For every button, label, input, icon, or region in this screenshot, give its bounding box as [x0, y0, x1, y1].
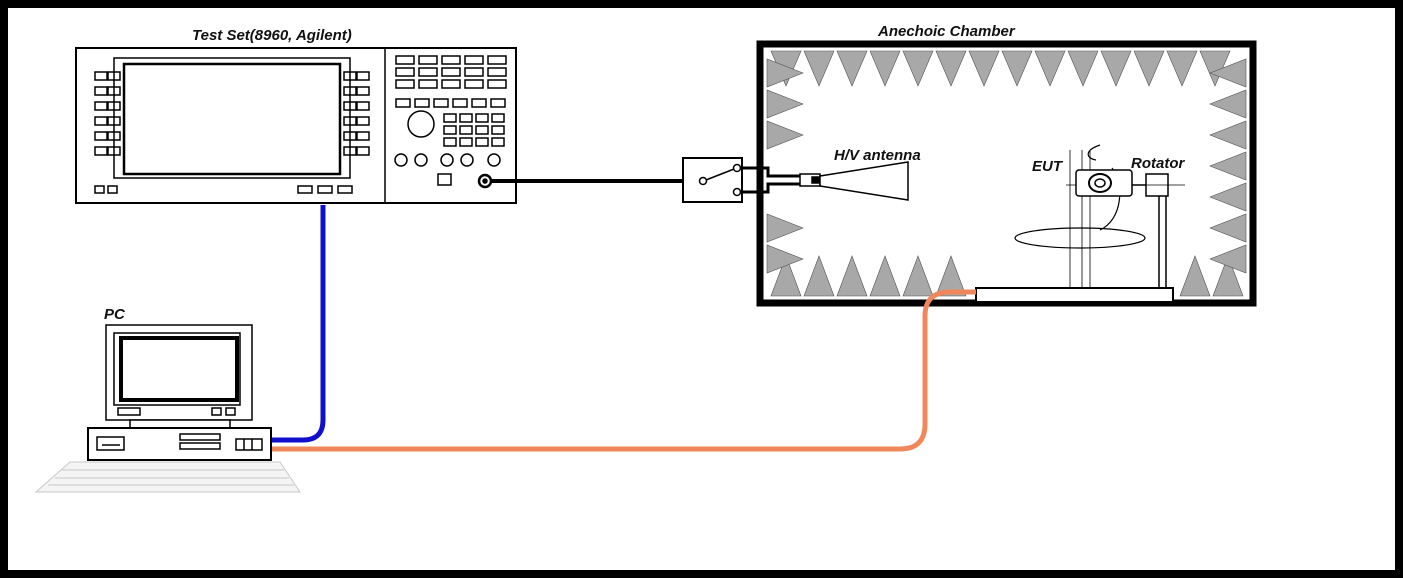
antenna-label: H/V antenna [834, 147, 921, 164]
chamber-label: Anechoic Chamber [877, 23, 1016, 40]
rf-switch-icon [682, 157, 743, 203]
horn-antenna-icon [799, 161, 909, 201]
rotator-label: Rotator [1131, 155, 1185, 172]
test-set-instrument-icon [75, 47, 517, 204]
test-set-label: Test Set(8960, Agilent) [192, 27, 352, 44]
keyboard-icon [34, 461, 301, 493]
antenna-cable-h [741, 166, 800, 178]
antenna-cable-v [741, 182, 800, 194]
eut-device-icon [1075, 169, 1133, 197]
eut-label: EUT [1032, 158, 1064, 175]
pc-computer-icon [87, 324, 272, 461]
gpib-cable [270, 205, 326, 443]
pc-label: PC [104, 306, 126, 323]
network-cable [270, 289, 976, 452]
